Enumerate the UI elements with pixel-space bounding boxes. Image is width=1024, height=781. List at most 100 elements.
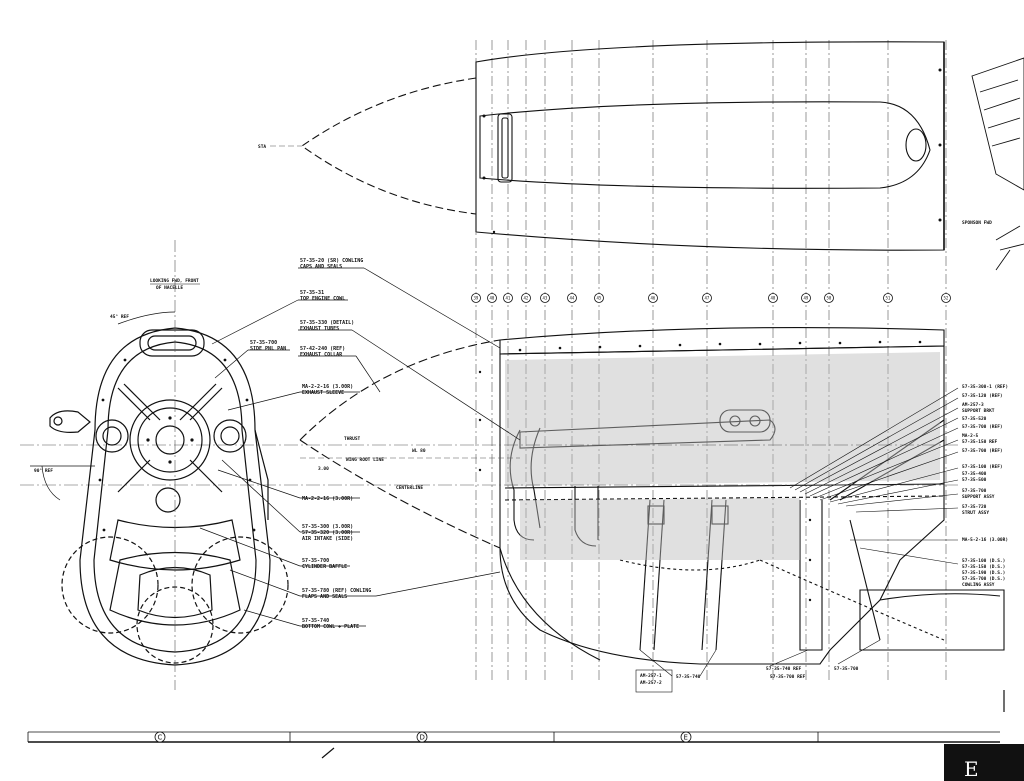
callout-exhaust-sleeve-2: EXHAUST SLEEVE — [302, 390, 344, 396]
callout-exhaust-collar-2: EXHAUST COLLAR — [300, 352, 343, 358]
callout-bottom-5: 57-35-700 — [834, 666, 859, 672]
angle-top-label: 45° REF — [110, 314, 129, 320]
svg-text:57-35-700: 57-35-700 — [962, 488, 987, 494]
nacelle-side-view — [299, 326, 1005, 665]
station-lines — [475, 40, 947, 680]
svg-text:57-35-700 (REF): 57-35-700 (REF) — [962, 448, 1003, 454]
sheet-tag-block — [944, 744, 1024, 781]
svg-text:43: 43 — [543, 296, 548, 301]
svg-text:48: 48 — [771, 296, 776, 301]
nose-station-label: STA — [258, 144, 266, 150]
callout-side-panel-2: SIDE PNL PAN — [250, 346, 286, 352]
zone-c-label: C — [158, 734, 163, 742]
svg-text:57-35-190 (D.S.): 57-35-190 (D.S.) — [962, 570, 1005, 576]
svg-text:57-35-150 REF: 57-35-150 REF — [962, 439, 998, 445]
callout-exhaust-collar: 57-42-240 (REF) — [300, 346, 345, 352]
nacelle-top-view — [301, 41, 945, 251]
svg-text:51: 51 — [886, 296, 891, 301]
upper-callouts — [211, 267, 521, 441]
callout-cowl-flaps: 57-35-780 (REF) COWLING — [302, 588, 371, 594]
callout-side-panel: 57-35-700 — [250, 340, 277, 346]
svg-text:AM-257-3: AM-257-3 — [962, 402, 984, 408]
top-view-rivets — [482, 68, 942, 234]
thrust-line-label: THRUST — [344, 436, 361, 442]
station-bubble-labels: 39 40 41 42 43 44 45 46 47 48 49 50 51 5… — [474, 296, 949, 301]
side-view-rivets — [478, 340, 922, 602]
zone-d-label: D — [420, 734, 425, 742]
sheet-border — [27, 690, 1005, 743]
middle-callouts — [199, 391, 501, 627]
callout-cowling-caps-2: CAPS AND SEALS — [300, 264, 342, 270]
svg-text:57-35-500: 57-35-500 — [962, 477, 987, 483]
pencil-mark — [321, 747, 335, 759]
callout-exhaust-tubes-2: EXHAUST TUBES — [300, 326, 339, 332]
svg-text:MA-5-2-16 (3.00R): MA-5-2-16 (3.00R) — [962, 537, 1008, 543]
svg-text:46: 46 — [651, 296, 656, 301]
callout-bottom-cowl-2: BOTTOM COWL + PLATE — [302, 624, 359, 630]
nacelle-end-view — [49, 327, 289, 666]
callout-exhaust-sleeve: MA-2-2-16 (3.00R) — [302, 384, 353, 390]
zone-e-label: E — [684, 734, 688, 742]
svg-text:47: 47 — [705, 296, 710, 301]
right-callouts-leaders — [789, 387, 959, 565]
svg-text:57-35-520: 57-35-520 — [962, 416, 987, 422]
svg-text:49: 49 — [804, 296, 809, 301]
svg-text:57-35-150 (D.S.): 57-35-150 (D.S.) — [962, 564, 1005, 570]
wl-label: WL 80 — [412, 448, 426, 454]
svg-text:57-35-100 (REF): 57-35-100 (REF) — [962, 464, 1003, 470]
svg-text:SUPPORT BRKT: SUPPORT BRKT — [962, 408, 995, 414]
sponson-label: SPONSON FWD — [962, 220, 992, 226]
svg-text:STRUT ASSY: STRUT ASSY — [962, 510, 989, 516]
callout-bottom-2: 57-35-740 — [676, 674, 701, 680]
callout-bottom-cowl: 57-35-740 — [302, 618, 329, 624]
angle-left-label: 90° REF — [34, 468, 53, 474]
centerline-label: CENTERLINE — [396, 485, 423, 491]
svg-text:40: 40 — [490, 296, 495, 301]
end-view-rivets — [98, 358, 256, 532]
callout-ma-sleeve: MA-2-2-16 (3.00R) — [302, 496, 353, 502]
callout-air-intake-3: AIR INTAKE (SIDE) — [302, 536, 353, 542]
station-bubbles — [471, 293, 951, 303]
svg-text:57-35-300-1 (REF): 57-35-300-1 (REF) — [962, 384, 1008, 390]
svg-text:41: 41 — [506, 296, 511, 301]
callout-top-cowl: 57-35-31 — [300, 290, 324, 296]
svg-text:52: 52 — [944, 296, 949, 301]
svg-text:57-35-700 (D.S.): 57-35-700 (D.S.) — [962, 576, 1005, 582]
svg-text:COWLING ASSY: COWLING ASSY — [962, 582, 995, 588]
detail-fragment-top-right — [971, 57, 1024, 271]
svg-text:44: 44 — [570, 296, 575, 301]
callout-exhaust-tubes: 57-35-330 (DETAIL) — [300, 320, 354, 326]
svg-text:57-35-100 (D.S.): 57-35-100 (D.S.) — [962, 558, 1005, 564]
callout-air-intake-2: 57-35-320 (3.00R) — [302, 530, 353, 536]
svg-text:39: 39 — [474, 296, 479, 301]
callout-cowling-caps: 57-35-20 (SR) COWLING — [300, 258, 363, 264]
wl-dim-label: 3.00 — [318, 466, 329, 472]
svg-text:57-35-120 (REF): 57-35-120 (REF) — [962, 393, 1003, 399]
callout-cylinder-baffle-2: CYLINDER BAFFLE — [302, 564, 347, 570]
svg-text:SUPPORT ASSY: SUPPORT ASSY — [962, 494, 995, 500]
sheet-tag-letter: E — [964, 757, 979, 781]
end-view-title: LOOKING FWD, FRONT — [150, 278, 199, 284]
svg-text:MA-2-5: MA-2-5 — [962, 433, 979, 439]
callout-top-cowl-2: TOP ENGINE COWL — [300, 296, 345, 302]
bottom-callouts-leaders — [635, 639, 881, 693]
callout-bottom-4: 57-35-700 REF — [770, 674, 806, 680]
wing-root-label: WING ROOT LINE — [346, 457, 384, 463]
callout-bottom-3: 57-35-740 REF — [766, 666, 802, 672]
zone-markers — [154, 731, 692, 743]
callout-cowl-flaps-2: FLAPS AND SEALS — [302, 594, 347, 600]
svg-text:57-35-700 (REF): 57-35-700 (REF) — [962, 424, 1003, 430]
right-callouts-text: 57-35-300-1 (REF) 57-35-120 (REF) AM-257… — [962, 384, 1008, 588]
svg-text:57-35-400: 57-35-400 — [962, 471, 987, 477]
end-view-title-2: OF NACELLE — [156, 285, 183, 291]
svg-text:50: 50 — [827, 296, 832, 301]
callout-air-intake: 57-35-300 (3.00R) — [302, 524, 353, 530]
callout-am-257-2: AM-257-2 — [640, 680, 662, 686]
engine-stipple — [505, 352, 940, 560]
angle-dimensions — [30, 311, 176, 501]
svg-text:57-35-720: 57-35-720 — [962, 504, 987, 510]
svg-text:45: 45 — [597, 296, 602, 301]
callout-cylinder-baffle: 57-35-700 — [302, 558, 329, 564]
svg-text:42: 42 — [524, 296, 529, 301]
